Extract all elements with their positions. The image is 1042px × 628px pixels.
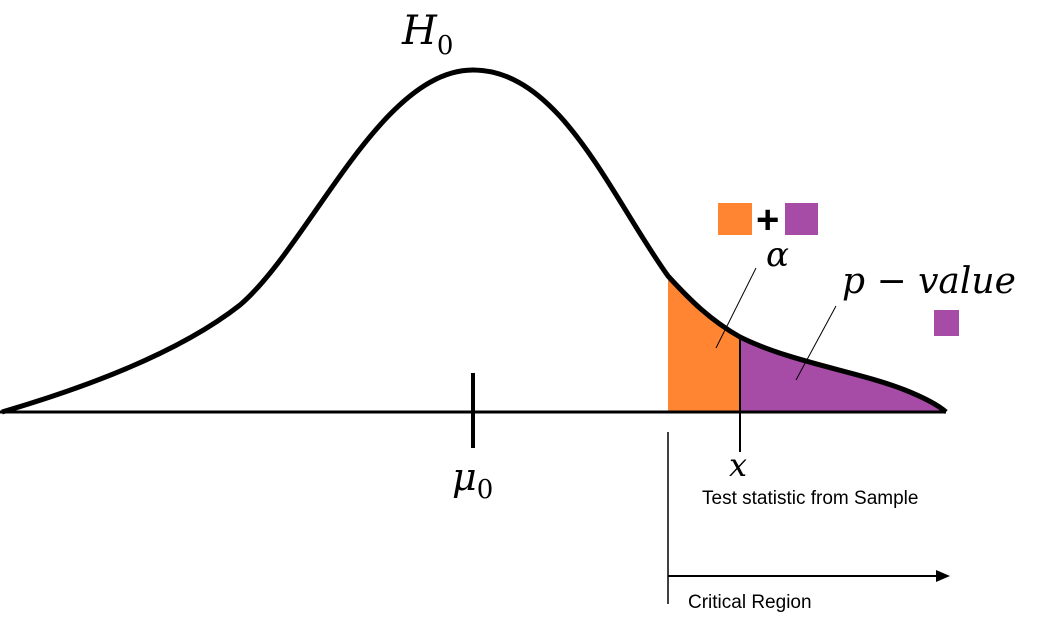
p-value-leader-line	[795, 305, 837, 381]
mean-label: μ0	[452, 455, 493, 505]
alpha-leader-line	[715, 267, 757, 349]
legend-p-value-swatch-combined	[785, 203, 818, 235]
p-value-region	[740, 337, 946, 412]
null-distribution-curve	[1, 67, 948, 415]
hypothesis-label: H0	[401, 8, 453, 61]
p-value-label: p − value	[842, 261, 1016, 302]
legend-plus-sign: +	[756, 198, 779, 242]
critical-region-caption: Critical Region	[688, 592, 812, 613]
test-statistic-symbol: x	[729, 446, 747, 484]
alpha-label: α	[766, 235, 789, 275]
test-statistic-caption: Test statistic from Sample	[702, 488, 918, 509]
critical-region-arrowhead	[936, 570, 950, 582]
legend-p-value-swatch	[934, 310, 959, 336]
alpha-region	[668, 276, 740, 412]
legend-alpha-swatch	[718, 203, 752, 235]
